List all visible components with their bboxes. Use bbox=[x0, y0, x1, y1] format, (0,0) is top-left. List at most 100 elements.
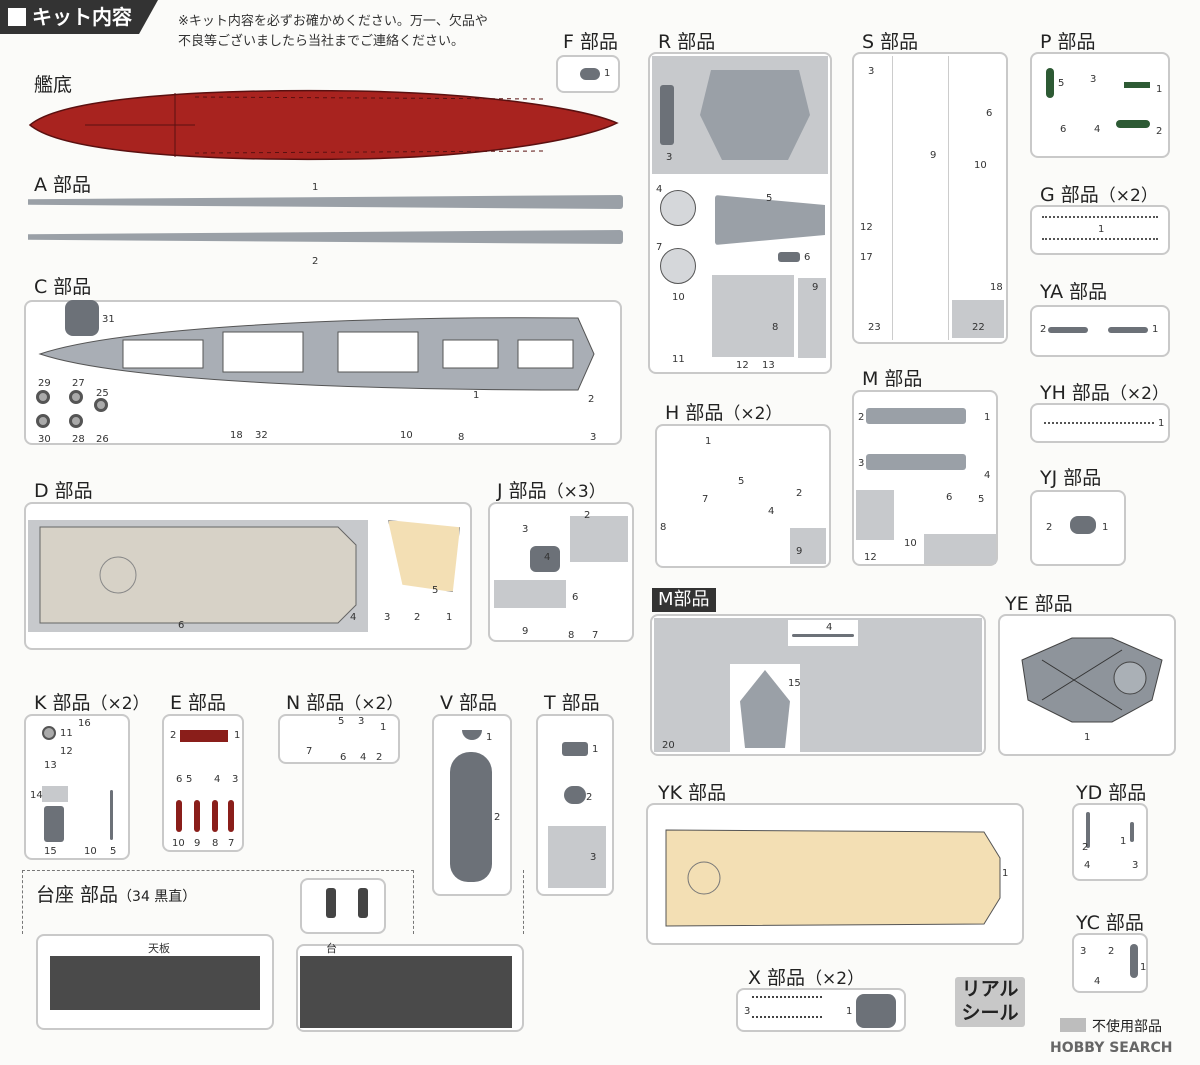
e-part-number: 10 bbox=[172, 838, 185, 849]
c-part-number: 25 bbox=[96, 388, 109, 399]
d-part-number: 3 bbox=[384, 612, 391, 623]
section-g-count: （×2） bbox=[1098, 186, 1158, 206]
r-part-number: 13 bbox=[762, 360, 775, 371]
section-yh-name: YH 部品 bbox=[1040, 382, 1110, 404]
wheel-part bbox=[36, 390, 50, 404]
tenban-label: 天板 bbox=[148, 942, 170, 955]
yk-part-number: 1 bbox=[1002, 868, 1009, 879]
section-n-label: N 部品（×2） bbox=[286, 688, 403, 715]
n-part-number: 5 bbox=[338, 716, 345, 727]
m-part-number: 3 bbox=[858, 458, 865, 469]
k-unused-part-14 bbox=[42, 786, 68, 802]
r-part-number: 6 bbox=[804, 252, 811, 263]
h-part-number: 8 bbox=[660, 522, 667, 533]
r-part-number: 5 bbox=[766, 193, 773, 204]
e-part-1 bbox=[180, 730, 228, 742]
p-plane-part-1 bbox=[1124, 82, 1150, 88]
e-part-number: 2 bbox=[170, 730, 177, 741]
base-peg bbox=[358, 888, 368, 918]
hull-bottom-part bbox=[28, 89, 619, 161]
j-part-number: 6 bbox=[572, 592, 579, 603]
t-part-number: 3 bbox=[590, 852, 597, 863]
k-part-15 bbox=[44, 806, 64, 842]
c-part-number: 26 bbox=[96, 434, 109, 445]
m-part-number: 15 bbox=[788, 678, 801, 689]
section-k-label: K 部品（×2） bbox=[34, 688, 150, 715]
section-r-label: R 部品 bbox=[658, 31, 716, 53]
base-dashed-outline bbox=[414, 870, 524, 934]
p-part-number: 1 bbox=[1156, 84, 1163, 95]
ya-part-1 bbox=[1108, 327, 1148, 333]
p-part-5 bbox=[1046, 68, 1054, 98]
e-part-number: 1 bbox=[234, 730, 241, 741]
n-part-number: 3 bbox=[358, 716, 365, 727]
tenban-part bbox=[50, 956, 260, 1010]
section-h-name: H 部品 bbox=[665, 402, 724, 424]
h-part-number: 4 bbox=[768, 506, 775, 517]
r-unused-part-8 bbox=[712, 275, 794, 357]
section-j-label: J 部品（×3） bbox=[497, 476, 606, 503]
wheel-part bbox=[36, 414, 50, 428]
x-part-row bbox=[752, 996, 822, 1002]
p-part-number: 5 bbox=[1058, 78, 1065, 89]
c-part-number: 2 bbox=[588, 394, 595, 405]
s-part-number: 23 bbox=[868, 322, 881, 333]
h-part-number: 9 bbox=[796, 546, 803, 557]
kit-contents-header: キット内容 bbox=[0, 0, 158, 34]
x-part-number: 3 bbox=[744, 1006, 751, 1017]
t-part-number: 2 bbox=[586, 792, 593, 803]
wheel-part bbox=[94, 398, 108, 412]
r-part-7 bbox=[660, 248, 696, 284]
e-part-number: 3 bbox=[232, 774, 239, 785]
m-unused-area bbox=[856, 490, 894, 540]
s-divider bbox=[892, 56, 893, 340]
c-part-number: 28 bbox=[72, 434, 85, 445]
h-part-number: 2 bbox=[796, 488, 803, 499]
section-ye-label: YE 部品 bbox=[1005, 593, 1073, 615]
section-e-label: E 部品 bbox=[170, 692, 227, 714]
m-part-number: 20 bbox=[662, 740, 675, 751]
real-seal-badge: リアルシール bbox=[955, 977, 1025, 1027]
g-sprue-frame bbox=[1030, 205, 1170, 255]
c-part-number: 30 bbox=[38, 434, 51, 445]
d-part-number: 5 bbox=[432, 585, 439, 596]
s-part-number: 12 bbox=[860, 222, 873, 233]
r-part-number: 4 bbox=[656, 184, 663, 195]
h-part-number: 1 bbox=[705, 436, 712, 447]
section-yk-label: YK 部品 bbox=[658, 782, 727, 804]
d-deck-part bbox=[39, 526, 357, 624]
section-n-count: （×2） bbox=[344, 694, 404, 714]
r-part-number: 11 bbox=[672, 354, 685, 365]
r-part-number: 12 bbox=[736, 360, 749, 371]
dai-label: 台 bbox=[326, 942, 337, 955]
j-unused-area bbox=[570, 516, 628, 562]
m-part-number: 10 bbox=[904, 538, 917, 549]
section-a-label: A 部品 bbox=[34, 174, 92, 196]
section-m-label: M 部品 bbox=[862, 368, 923, 390]
yj-part-number: 2 bbox=[1046, 522, 1053, 533]
r-unused-part-14 bbox=[798, 278, 826, 358]
v-part-2 bbox=[450, 752, 492, 882]
section-x-count: （×2） bbox=[805, 969, 865, 989]
yj-part-1 bbox=[1070, 516, 1096, 534]
e-part-number: 8 bbox=[212, 838, 219, 849]
n-part-number: 1 bbox=[380, 722, 387, 733]
yc-part-number: 2 bbox=[1108, 946, 1115, 957]
r-part-4 bbox=[660, 190, 696, 226]
c-part-number: 32 bbox=[255, 430, 268, 441]
h-part-number: 5 bbox=[738, 476, 745, 487]
v-part-number: 2 bbox=[494, 812, 501, 823]
s-part-number: 6 bbox=[986, 108, 993, 119]
n-part-number: 6 bbox=[340, 752, 347, 763]
ye-part-1 bbox=[1021, 637, 1163, 723]
section-ya-label: YA 部品 bbox=[1040, 281, 1108, 303]
n-part-number: 4 bbox=[360, 752, 367, 763]
section-f-label: F 部品 bbox=[563, 31, 618, 53]
note-line-2: 不良等ございましたら当社までご連絡ください。 bbox=[178, 34, 465, 49]
j-part-number: 4 bbox=[544, 552, 551, 563]
s-part-number: 22 bbox=[972, 322, 985, 333]
e-part-10 bbox=[176, 800, 182, 832]
d-part-number: 1 bbox=[446, 612, 453, 623]
section-p-label: P 部品 bbox=[1040, 31, 1096, 53]
c-part-number: 27 bbox=[72, 378, 85, 389]
